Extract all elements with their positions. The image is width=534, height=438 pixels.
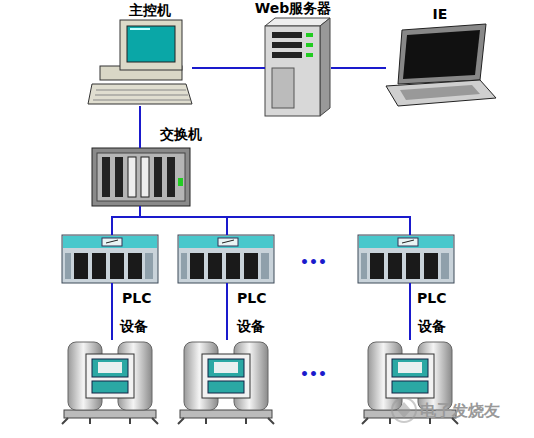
node-label: 交换机 [160, 126, 202, 142]
network-link [111, 283, 113, 340]
node-label: 主控机 [129, 2, 171, 18]
network-node: Web服务器 [265, 18, 331, 116]
network-link [331, 67, 386, 69]
ellipsis-dots: ••• [300, 366, 327, 382]
device-icon [62, 342, 158, 424]
switch-icon [92, 148, 190, 206]
node-label: IE [433, 6, 448, 22]
network-node: 设备 [60, 340, 160, 424]
node-label: 设备 [237, 318, 265, 334]
node-label: PLC [417, 290, 446, 306]
node-label: 设备 [120, 318, 148, 334]
node-label: PLC [237, 290, 266, 306]
network-node: 设备 [176, 340, 276, 424]
node-label: Web服务器 [255, 0, 331, 16]
network-node: PLC [62, 235, 158, 283]
laptop-icon [386, 24, 496, 106]
watermark: 电子发烧友 [420, 401, 500, 422]
node-label: 设备 [418, 318, 446, 334]
network-link [409, 283, 411, 340]
network-link [192, 67, 265, 69]
network-link [226, 283, 228, 340]
network-node: IE [386, 24, 496, 106]
device-icon [178, 342, 274, 424]
node-label: PLC [122, 290, 151, 306]
plc-icon [62, 235, 158, 283]
network-node: 主控机 [90, 20, 192, 106]
computer-icon [88, 20, 192, 104]
network-node: PLC [358, 235, 454, 283]
watermark-logo [392, 398, 416, 422]
network-node: PLC [178, 235, 274, 283]
ellipsis-dots: ••• [300, 254, 327, 270]
network-link [140, 206, 410, 235]
network-link [112, 206, 140, 235]
plc-icon [358, 235, 454, 283]
server-icon [265, 18, 330, 116]
network-node: 交换机 [92, 148, 190, 206]
network-link [140, 206, 227, 235]
plc-icon [178, 235, 274, 283]
network-link [139, 106, 141, 148]
